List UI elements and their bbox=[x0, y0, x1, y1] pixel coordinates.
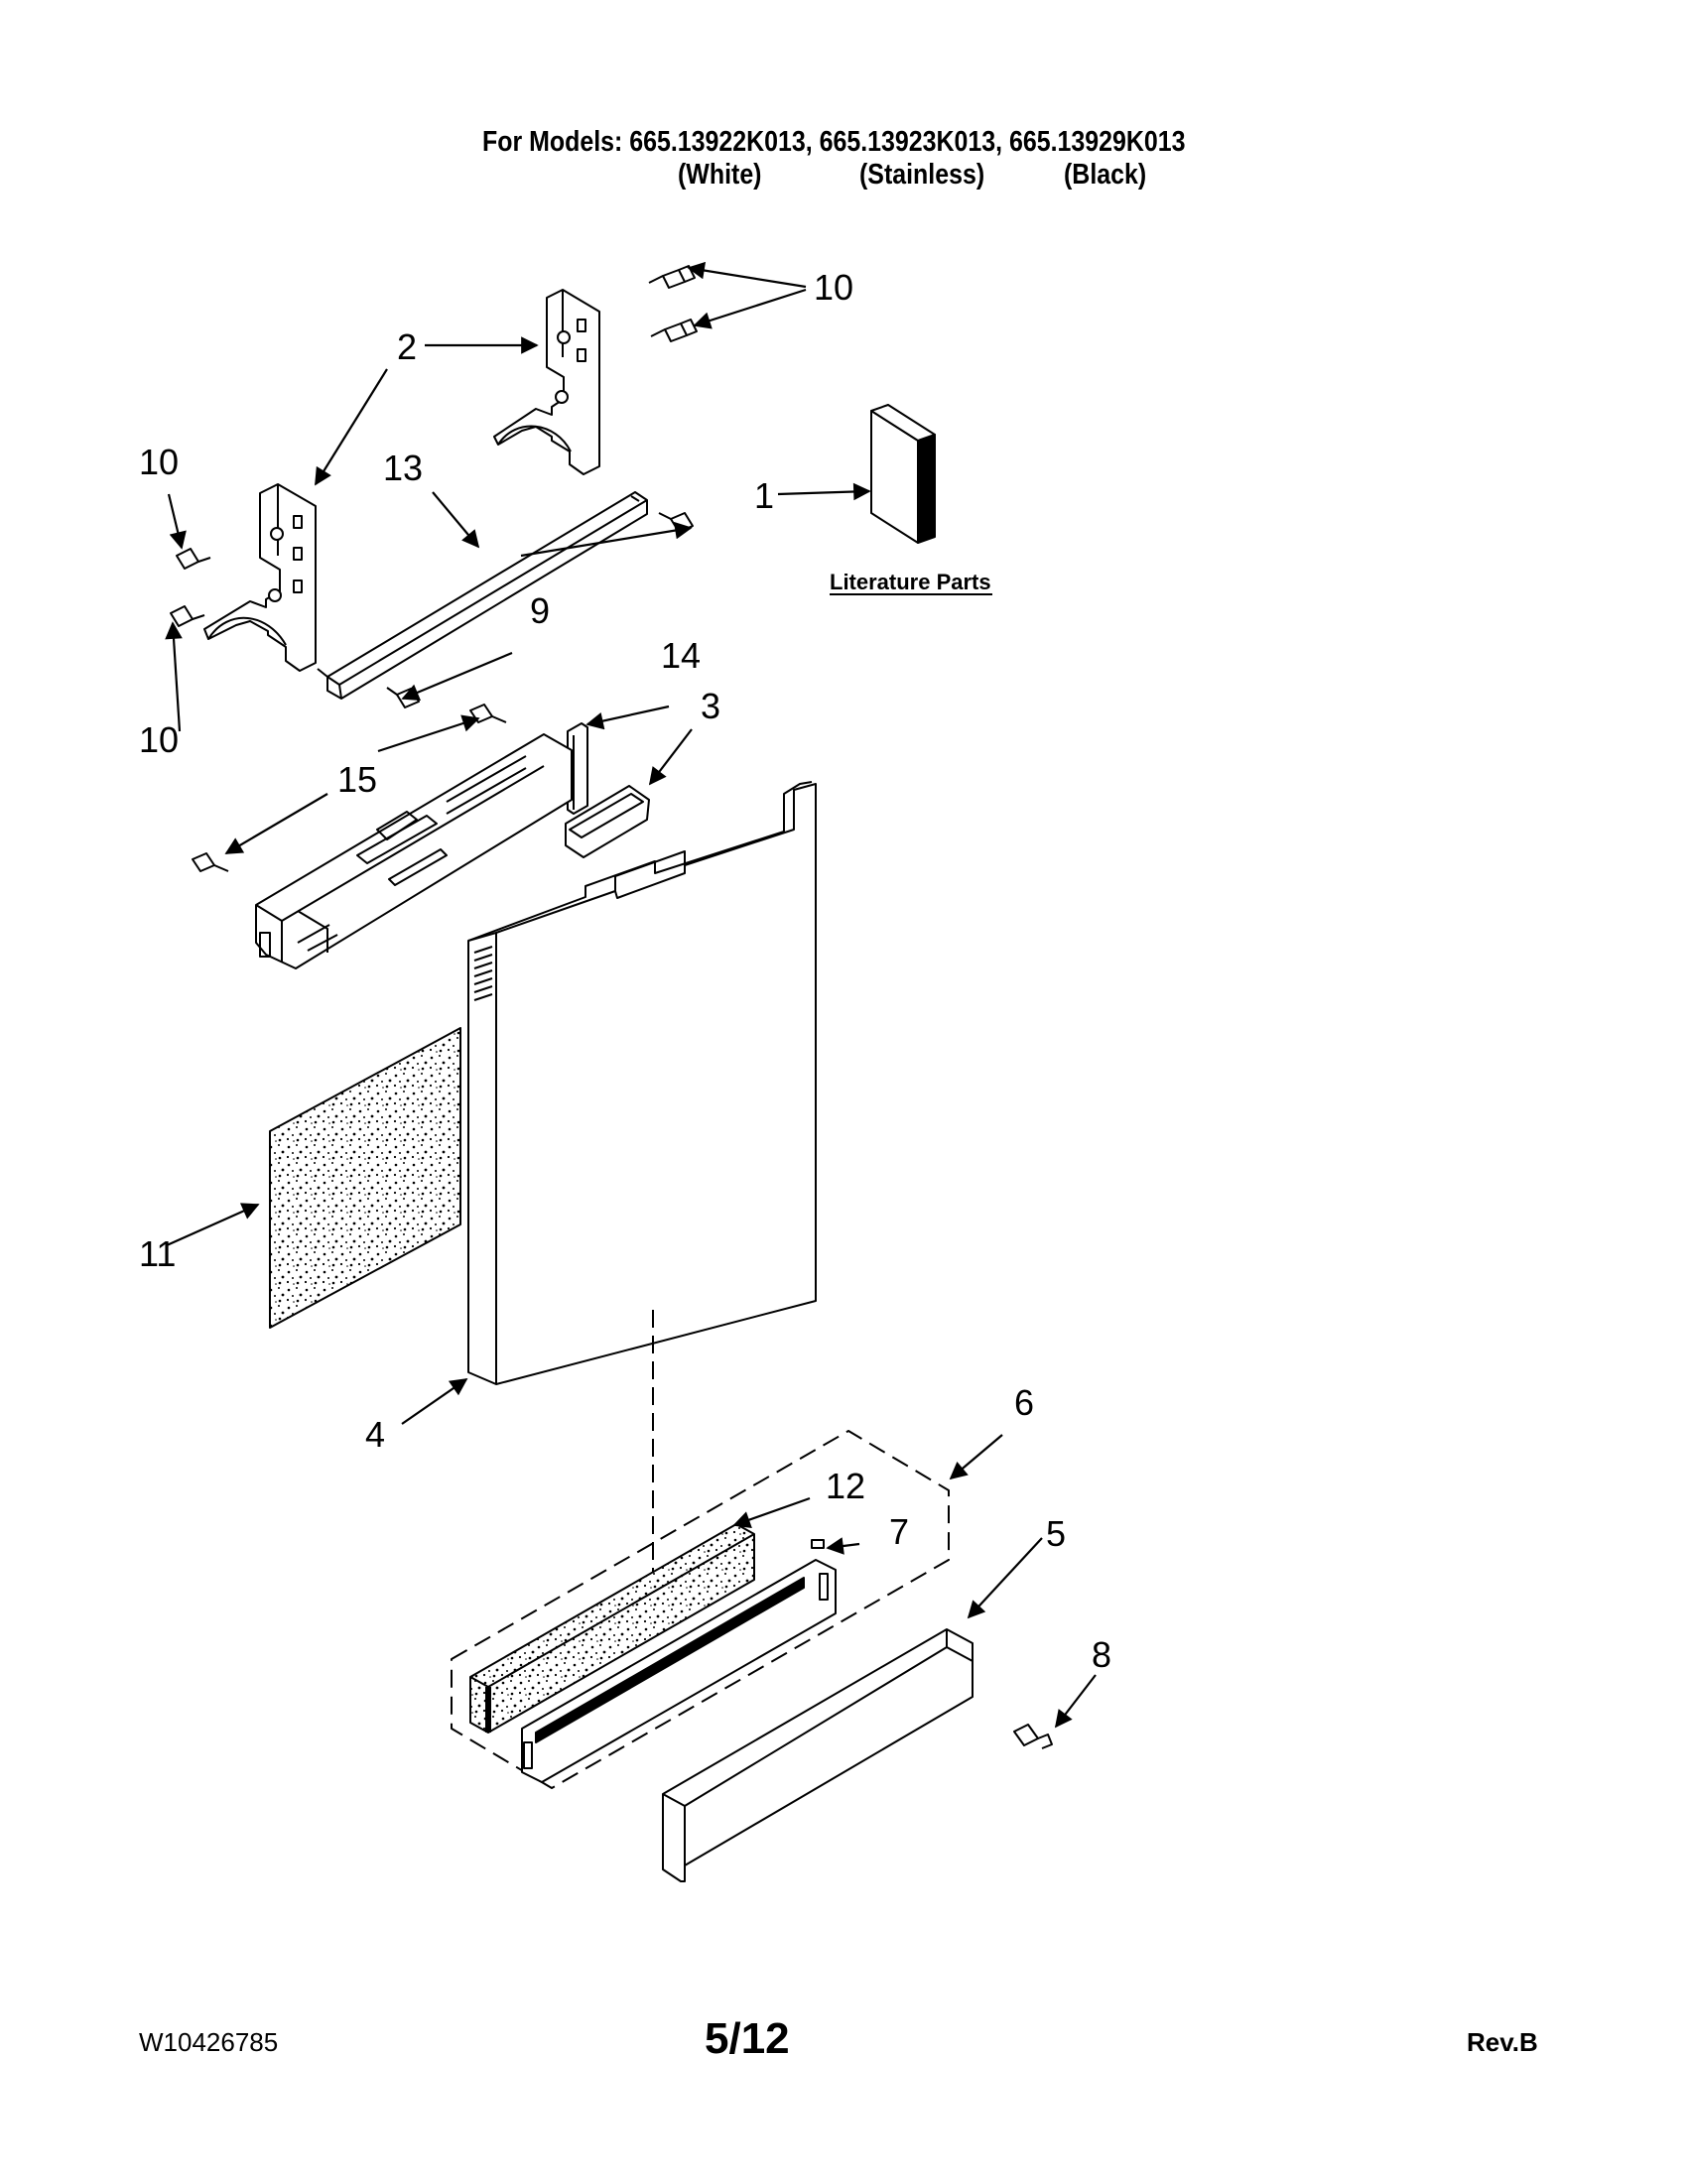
screw-8 bbox=[1013, 1724, 1053, 1749]
callout-labels: 10 2 10 13 1 Literature Parts 9 14 3 10 … bbox=[139, 267, 1111, 1675]
callout-arrows bbox=[165, 261, 1097, 1729]
page-number: 5/12 bbox=[705, 2014, 790, 2063]
callout-8: 8 bbox=[1092, 1634, 1111, 1675]
callout-1: 1 bbox=[754, 475, 774, 516]
hinge-bracket-right bbox=[493, 289, 600, 475]
toe-kick-inner-panel bbox=[521, 1559, 837, 1783]
callout-3: 3 bbox=[701, 686, 720, 726]
support-rail bbox=[317, 491, 648, 700]
door-insulation-pad bbox=[269, 1027, 461, 1329]
finish-white: (White) bbox=[678, 159, 762, 191]
callout-12: 12 bbox=[826, 1466, 865, 1506]
screw-10-left-b bbox=[170, 605, 205, 627]
toe-kick-assembly-outline bbox=[451, 1430, 950, 1789]
screw-15-left bbox=[192, 852, 229, 872]
finish-black: (Black) bbox=[1064, 159, 1147, 191]
toe-kick-clip bbox=[811, 1539, 825, 1549]
callout-13: 13 bbox=[383, 448, 423, 488]
doc-number: W10426785 bbox=[139, 2027, 279, 2057]
revision: Rev.B bbox=[1467, 2027, 1538, 2057]
screw-10-top-b bbox=[650, 319, 698, 342]
screw-10-left-a bbox=[176, 548, 211, 570]
callout-9: 9 bbox=[530, 590, 550, 631]
callout-6: 6 bbox=[1014, 1382, 1034, 1423]
callout-10-top-left: 10 bbox=[139, 442, 179, 482]
callout-2: 2 bbox=[397, 326, 417, 367]
callout-10-bottom-left: 10 bbox=[139, 719, 179, 760]
callout-10-top-right: 10 bbox=[814, 267, 853, 308]
screw-10-top-a bbox=[648, 265, 696, 289]
models-line: For Models: 665.13922K013, 665.13923K013… bbox=[482, 126, 1186, 158]
door-vent-slots bbox=[473, 946, 493, 1001]
callout-14: 14 bbox=[661, 635, 701, 676]
literature-booklet bbox=[870, 404, 936, 544]
control-console-assembly bbox=[255, 733, 573, 969]
door-handle-cup bbox=[565, 785, 650, 858]
hinge-bracket-left bbox=[203, 483, 317, 672]
callout-11: 11 bbox=[139, 1233, 176, 1274]
callout-7: 7 bbox=[889, 1511, 909, 1552]
literature-parts-label: Literature Parts bbox=[830, 570, 991, 594]
callout-15: 15 bbox=[337, 759, 377, 800]
callout-5: 5 bbox=[1046, 1513, 1066, 1554]
toe-kick-panel bbox=[662, 1628, 974, 1882]
finish-stainless: (Stainless) bbox=[859, 159, 985, 191]
callout-4: 4 bbox=[365, 1414, 385, 1455]
outer-door-panel bbox=[467, 781, 817, 1385]
